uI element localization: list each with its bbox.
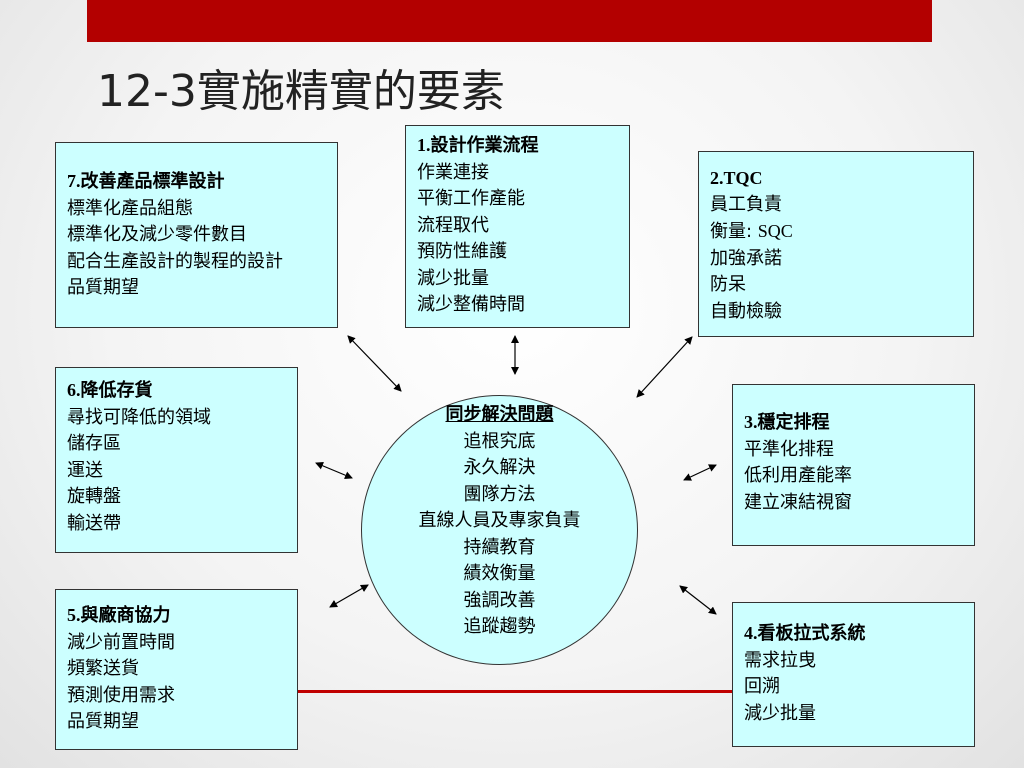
box-item: 品質期望 xyxy=(67,711,139,732)
box-heading: 1.設計作業流程 xyxy=(417,135,539,156)
box-item: 旋轉盤 xyxy=(67,486,121,507)
box-heading: 2.TQC xyxy=(710,168,763,188)
box-item: 預防性維護 xyxy=(417,241,507,262)
box-heading: 5.與廠商協力 xyxy=(67,605,171,626)
box-item: 預測使用需求 xyxy=(67,684,175,706)
center-circle-synchronous-problem-solving: 同步解決問題 追根究底 永久解決 團隊方法 直線人員及專家負責 持續教育 績效衡… xyxy=(361,395,638,665)
box-design-workflow: 1.設計作業流程 作業連接 平衡工作產能 流程取代 預防性維護 減少批量 減少整… xyxy=(405,125,630,328)
box-supplier-cooperation: 5.與廠商協力 減少前置時間 頻繁送貨 預測使用需求 品質期望 xyxy=(55,589,298,750)
footer-accent-line xyxy=(298,690,732,693)
circle-item: 團隊方法 xyxy=(463,483,536,505)
circle-item: 追根究底 xyxy=(463,430,536,452)
circle-item: 強調改善 xyxy=(463,589,536,611)
box-heading: 6.降低存貨 xyxy=(67,380,153,401)
circle-item: 直線人員及專家負責 xyxy=(418,510,581,531)
box-heading: 4.看板拉式系統 xyxy=(744,623,866,644)
box-item: 儲存區 xyxy=(67,433,121,454)
box-item: 作業連接 xyxy=(417,161,489,183)
box-item: 加強承諾 xyxy=(710,247,782,269)
box-kanban-pull: 4.看板拉式系統 需求拉曳 回溯 減少批量 xyxy=(732,602,975,747)
box-item: 建立凍結視窗 xyxy=(744,491,852,513)
top-accent-bar xyxy=(87,0,932,42)
box-item: 品質期望 xyxy=(67,277,139,298)
box-item: 自動檢驗 xyxy=(710,300,782,322)
box-item: 減少批量 xyxy=(744,702,816,724)
box-heading: 3.穩定排程 xyxy=(744,412,830,433)
arrow-box6-center xyxy=(315,462,353,479)
box-item: 減少前置時間 xyxy=(67,631,175,653)
box-item: 衡量: SQC xyxy=(710,221,793,242)
box-item: 配合生產設計的製程的設計 xyxy=(67,250,283,272)
box-item: 標準化及減少零件數目 xyxy=(67,224,247,245)
circle-item: 追蹤趨勢 xyxy=(463,616,536,637)
circle-item: 永久解決 xyxy=(463,457,536,478)
box-tqc: 2.TQC 員工負責 衡量: SQC 加強承諾 防呆 自動檢驗 xyxy=(698,151,974,337)
box-item: 防呆 xyxy=(710,274,746,295)
slide-title: 12-3實施精實的要素 xyxy=(97,66,505,117)
arrow-box4-center xyxy=(679,585,717,615)
box-item: 減少整備時間 xyxy=(417,294,525,315)
box-item: 平準化排程 xyxy=(744,438,834,460)
box-item: 需求拉曳 xyxy=(744,649,816,671)
box-item: 頻繁送貨 xyxy=(67,658,139,679)
box-item: 輸送帶 xyxy=(67,512,121,534)
arrow-box7-center xyxy=(347,335,402,392)
box-reduce-inventory: 6.降低存貨 尋找可降低的領域 儲存區 運送 旋轉盤 輸送帶 xyxy=(55,367,298,553)
arrow-box2-center xyxy=(636,336,693,398)
box-item: 平衡工作產能 xyxy=(417,188,525,209)
box-item: 流程取代 xyxy=(417,214,489,236)
box-product-standard-design: 7.改善產品標準設計 標準化產品組態 標準化及減少零件數目 配合生產設計的製程的… xyxy=(55,142,338,328)
box-heading: 7.改善產品標準設計 xyxy=(67,171,225,192)
box-stable-schedule: 3.穩定排程 平準化排程 低利用產能率 建立凍結視窗 xyxy=(732,384,975,546)
box-item: 回溯 xyxy=(744,676,780,697)
circle-item: 績效衡量 xyxy=(463,563,536,584)
box-item: 運送 xyxy=(67,459,103,481)
box-item: 尋找可降低的領域 xyxy=(67,406,211,428)
circle-heading: 同步解決問題 xyxy=(445,404,554,425)
box-item: 員工負責 xyxy=(710,193,782,215)
box-item: 標準化產品組態 xyxy=(67,197,193,219)
arrow-box5-center xyxy=(329,584,369,608)
circle-item: 持續教育 xyxy=(463,536,536,558)
box-item: 低利用產能率 xyxy=(744,465,852,486)
arrow-box3-center xyxy=(683,464,717,481)
box-item: 減少批量 xyxy=(417,267,489,289)
